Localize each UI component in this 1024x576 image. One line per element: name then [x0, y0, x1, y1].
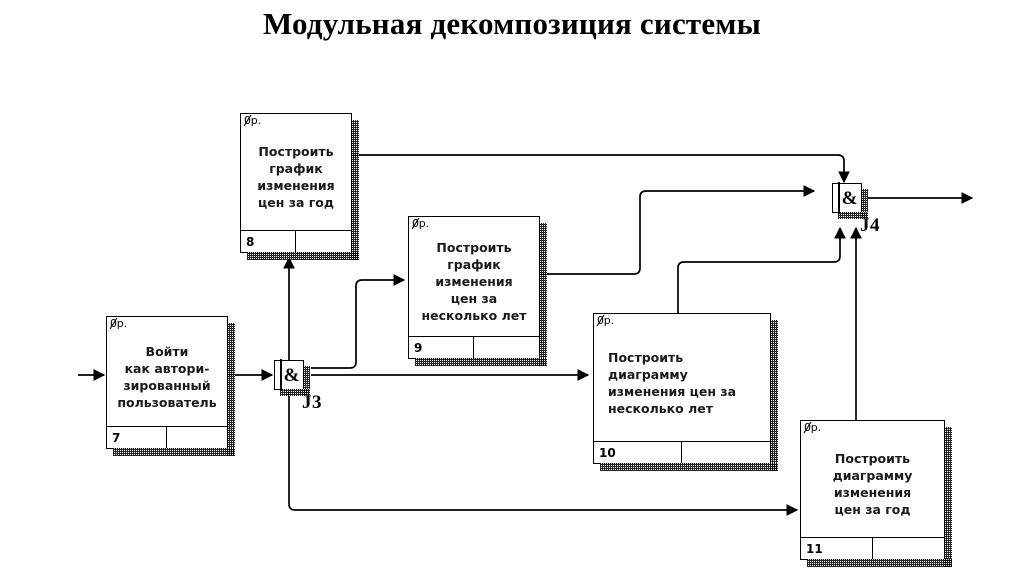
- box-shadow-right: [944, 427, 952, 567]
- box-footer: 11: [801, 537, 944, 559]
- box-shadow-bottom: [247, 252, 359, 260]
- process-box-11[interactable]: 0р. Построить диаграмму изменения цен за…: [800, 420, 952, 567]
- box-label: Войти как автори- зированный пользовател…: [117, 343, 217, 410]
- box-number: 7: [107, 427, 167, 448]
- box-body: Построить график изменения цен за год: [241, 114, 351, 230]
- box-number: 11: [801, 538, 873, 559]
- box-footer: 7: [107, 426, 227, 448]
- junction-j3[interactable]: &: [274, 359, 310, 396]
- process-box-7[interactable]: 0р. Войти как автори- зированный пользов…: [106, 316, 235, 456]
- box-shadow-bottom: [415, 358, 547, 366]
- process-box-9[interactable]: 0р. Построить график изменения цен за не…: [408, 216, 547, 366]
- box-cost-tag: 0р.: [110, 317, 127, 330]
- wire-9-to-j4: [540, 185, 816, 275]
- box-label: Построить диаграмму изменения цен за нес…: [608, 349, 737, 416]
- box-shadow-right: [227, 323, 235, 456]
- box-body: Построить диаграмму изменения цен за год: [801, 421, 944, 537]
- box-number: 9: [409, 337, 474, 358]
- box-cost-tag: 0р.: [244, 114, 261, 127]
- wire-10-to-j4: [677, 226, 846, 313]
- junction-shadow-right: [303, 366, 310, 396]
- page-title: Модульная декомпозиция системы: [262, 6, 762, 41]
- junction-divider: [838, 182, 840, 214]
- box-number: 10: [594, 442, 682, 463]
- wire-j3-to-9: [311, 274, 406, 369]
- box-footer: 10: [594, 441, 770, 463]
- box-cost-tag: 0р.: [597, 314, 614, 327]
- wire-8-to-j4: [352, 154, 850, 184]
- box-shadow-right: [770, 320, 778, 471]
- junction-shadow-bottom: [838, 212, 868, 219]
- corner-slash-icon: [596, 315, 605, 327]
- wire-j3-to-11: [288, 392, 799, 516]
- junction-j3-label: J3: [302, 392, 322, 413]
- box-cost-tag: 0р.: [412, 217, 429, 230]
- box-footer-blank: [682, 442, 770, 463]
- corner-slash-icon: [803, 422, 812, 434]
- box-label: Построить график изменения цен за год: [257, 144, 335, 210]
- box-shadow-bottom: [807, 559, 952, 567]
- junction-shadow-bottom: [280, 389, 310, 396]
- box-body: Построить диаграмму изменения цен за нес…: [594, 314, 770, 441]
- corner-slash-icon: [411, 218, 420, 230]
- junction-shadow-right: [861, 189, 868, 219]
- process-box-8[interactable]: 0р. Построить график изменения цен за го…: [240, 113, 359, 260]
- process-box-10[interactable]: 0р. Построить диаграмму изменения цен за…: [593, 313, 778, 471]
- junction-j4-label: J4: [860, 215, 880, 236]
- corner-slash-icon: [109, 318, 118, 330]
- box-shadow-right: [539, 223, 547, 366]
- box-body: Войти как автори- зированный пользовател…: [107, 317, 227, 426]
- junction-and-symbol: &: [841, 187, 858, 209]
- junction-divider: [280, 359, 282, 391]
- box-label: Построить диаграмму изменения цен за год: [832, 451, 913, 517]
- box-footer-blank: [873, 538, 945, 559]
- box-footer: 9: [409, 336, 539, 358]
- box-shadow-bottom: [600, 463, 778, 471]
- box-footer-blank: [474, 337, 539, 358]
- box-shadow-right: [351, 120, 359, 260]
- box-footer-blank: [167, 427, 227, 448]
- corner-slash-icon: [243, 115, 252, 127]
- box-number: 8: [241, 231, 296, 252]
- box-shadow-bottom: [113, 448, 235, 456]
- box-body: Построить график изменения цен за нескол…: [409, 217, 539, 336]
- junction-and-symbol: &: [283, 364, 300, 386]
- junction-j4[interactable]: &: [832, 182, 868, 219]
- box-cost-tag: 0р.: [804, 421, 821, 434]
- box-footer: 8: [241, 230, 351, 252]
- box-footer-blank: [296, 231, 351, 252]
- box-label: Построить график изменения цен за нескол…: [421, 240, 527, 323]
